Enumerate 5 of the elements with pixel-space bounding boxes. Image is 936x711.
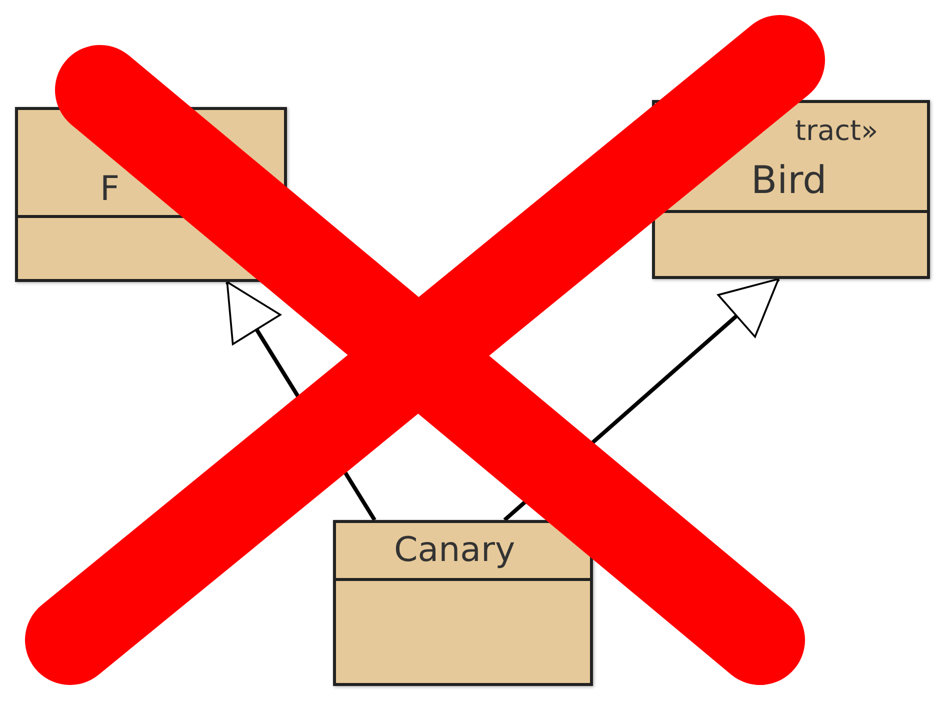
class-name: F <box>100 172 120 206</box>
class-box <box>333 520 593 686</box>
class-name: Canary <box>394 533 516 567</box>
stereotype-label: tract» <box>795 117 878 145</box>
class-name: Bird <box>751 161 827 199</box>
